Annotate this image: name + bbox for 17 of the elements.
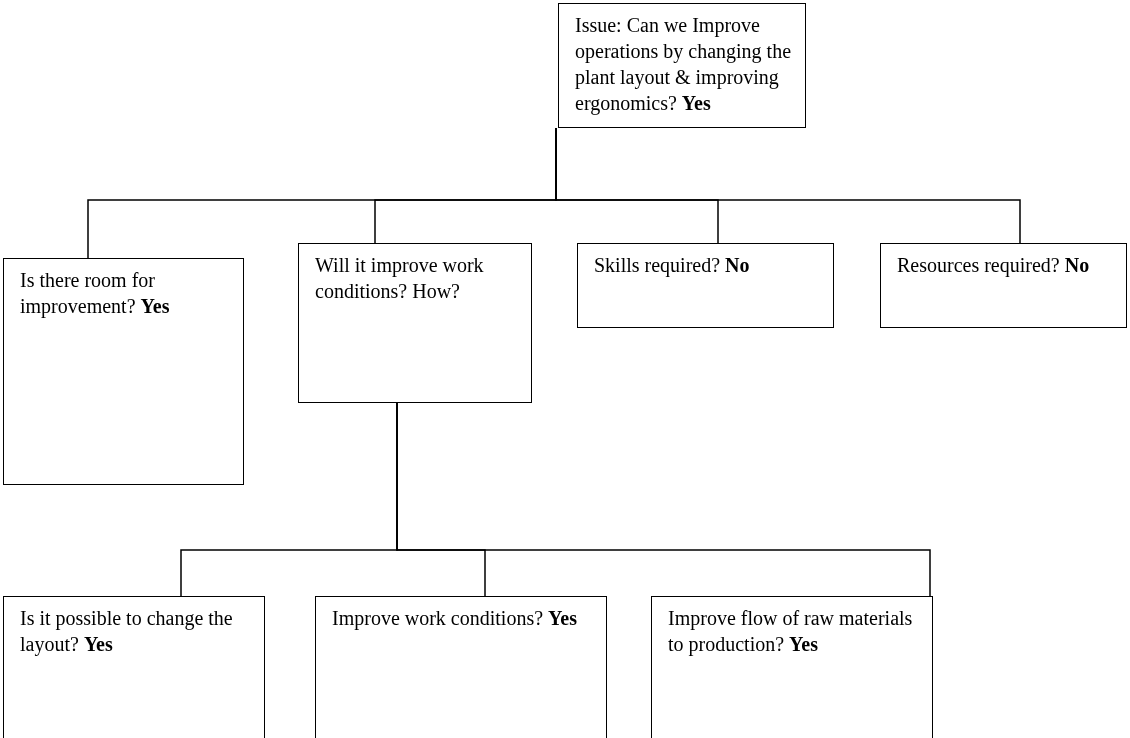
question-box: [3, 596, 265, 738]
question-text: Skills required? No: [594, 253, 751, 278]
question-box: [880, 243, 1127, 328]
question-text: Is there room for improvement? Yes: [20, 268, 171, 319]
question-text: Improve flow of raw materials to production? Yes: [668, 606, 914, 657]
question-text: Is it possible to change the layout? Yes: [20, 606, 234, 657]
question-box: [315, 596, 607, 738]
question-text: Improve work conditions? Yes: [332, 606, 578, 631]
question-box: [3, 258, 244, 485]
question-box: [298, 243, 532, 403]
question-box: [577, 243, 834, 328]
question-box: [651, 596, 933, 738]
question-box: [558, 3, 806, 128]
question-text: Issue: Can we Improve operations by changing the plant layout & improving ergonomics? Yes: [575, 13, 793, 116]
question-text: Will it improve work conditions? How?: [315, 253, 485, 304]
question-text: Resources required? No: [897, 253, 1091, 278]
connector-line: [396, 402, 931, 597]
